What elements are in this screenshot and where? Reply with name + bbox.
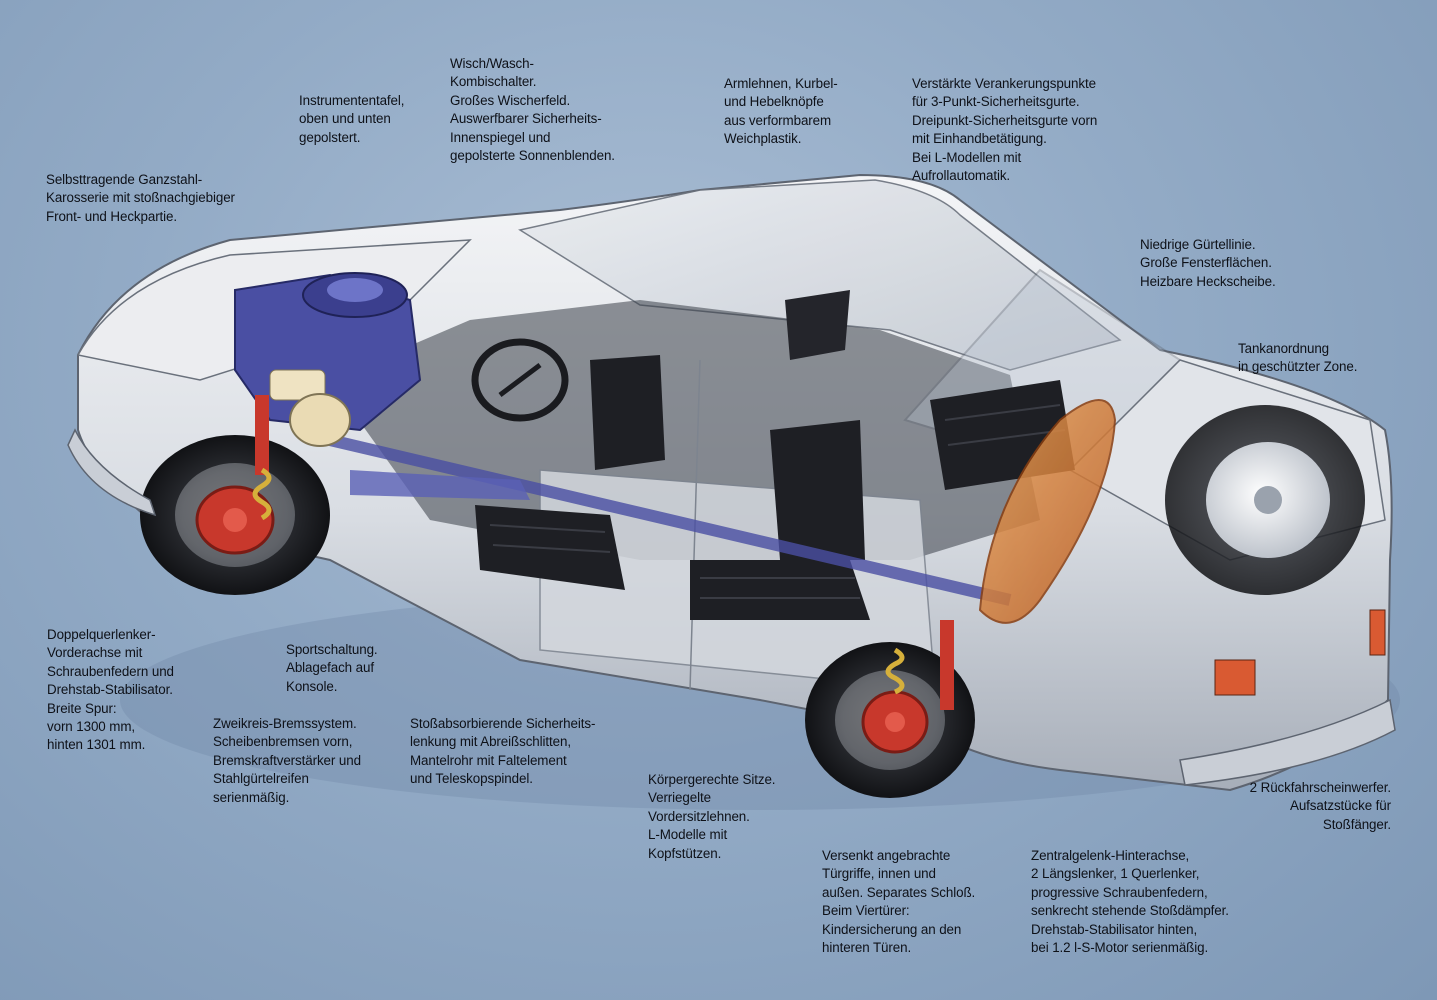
caption-seats: Körpergerechte Sitze. Verriegelte Vorder… — [648, 772, 776, 861]
rear-bumper — [1179, 609, 1396, 786]
steering-wheel — [471, 338, 569, 422]
seats — [475, 290, 1075, 620]
caption-belt-line: Niedrige Gürtellinie. Große Fensterfläch… — [1140, 237, 1276, 289]
rear-wheel — [805, 620, 975, 798]
caption-body-shell: Selbsttragende Ganzstahl- Karosserie mit… — [46, 172, 235, 224]
caption-wiper-switch: Wisch/Wasch- Kombischalter. Großes Wisch… — [450, 56, 615, 164]
caption-gearshift: Sportschaltung. Ablagefach auf Konsole. — [286, 642, 378, 694]
fuel-tank — [978, 399, 1117, 624]
front-bumper — [67, 428, 157, 517]
caption-steering: Stoßabsorbierende Sicherheits- lenkung m… — [410, 716, 596, 787]
caption-instrument-panel: Instrumententafel, oben und unten gepols… — [299, 93, 405, 145]
front-wheel — [140, 395, 330, 595]
caption-door-handles: Versenkt angebrachte Türgriffe, innen un… — [822, 848, 976, 956]
caption-rear-axle: Zentralgelenk-Hinterachse, 2 Längslenker… — [1031, 848, 1229, 956]
caption-brake-system: Zweikreis-Bremssystem. Scheibenbremsen v… — [213, 716, 361, 805]
caption-fuel-tank: Tankanordnung in geschützter Zone. — [1238, 341, 1358, 375]
spare-wheel — [1165, 405, 1365, 595]
caption-armrests: Armlehnen, Kurbel- und Hebelknöpfe aus v… — [724, 76, 838, 147]
engine — [234, 272, 422, 447]
caption-seatbelt-anchors: Verstärkte Verankerungspunkte für 3-Punk… — [912, 76, 1098, 184]
drivetrain — [328, 434, 1012, 606]
caption-front-axle: Doppelquerlenker- Vorderachse mit Schrau… — [47, 627, 174, 753]
caption-reversing-lights: 2 Rückfahrscheinwerfer. Aufsatzstücke fü… — [1249, 780, 1391, 832]
